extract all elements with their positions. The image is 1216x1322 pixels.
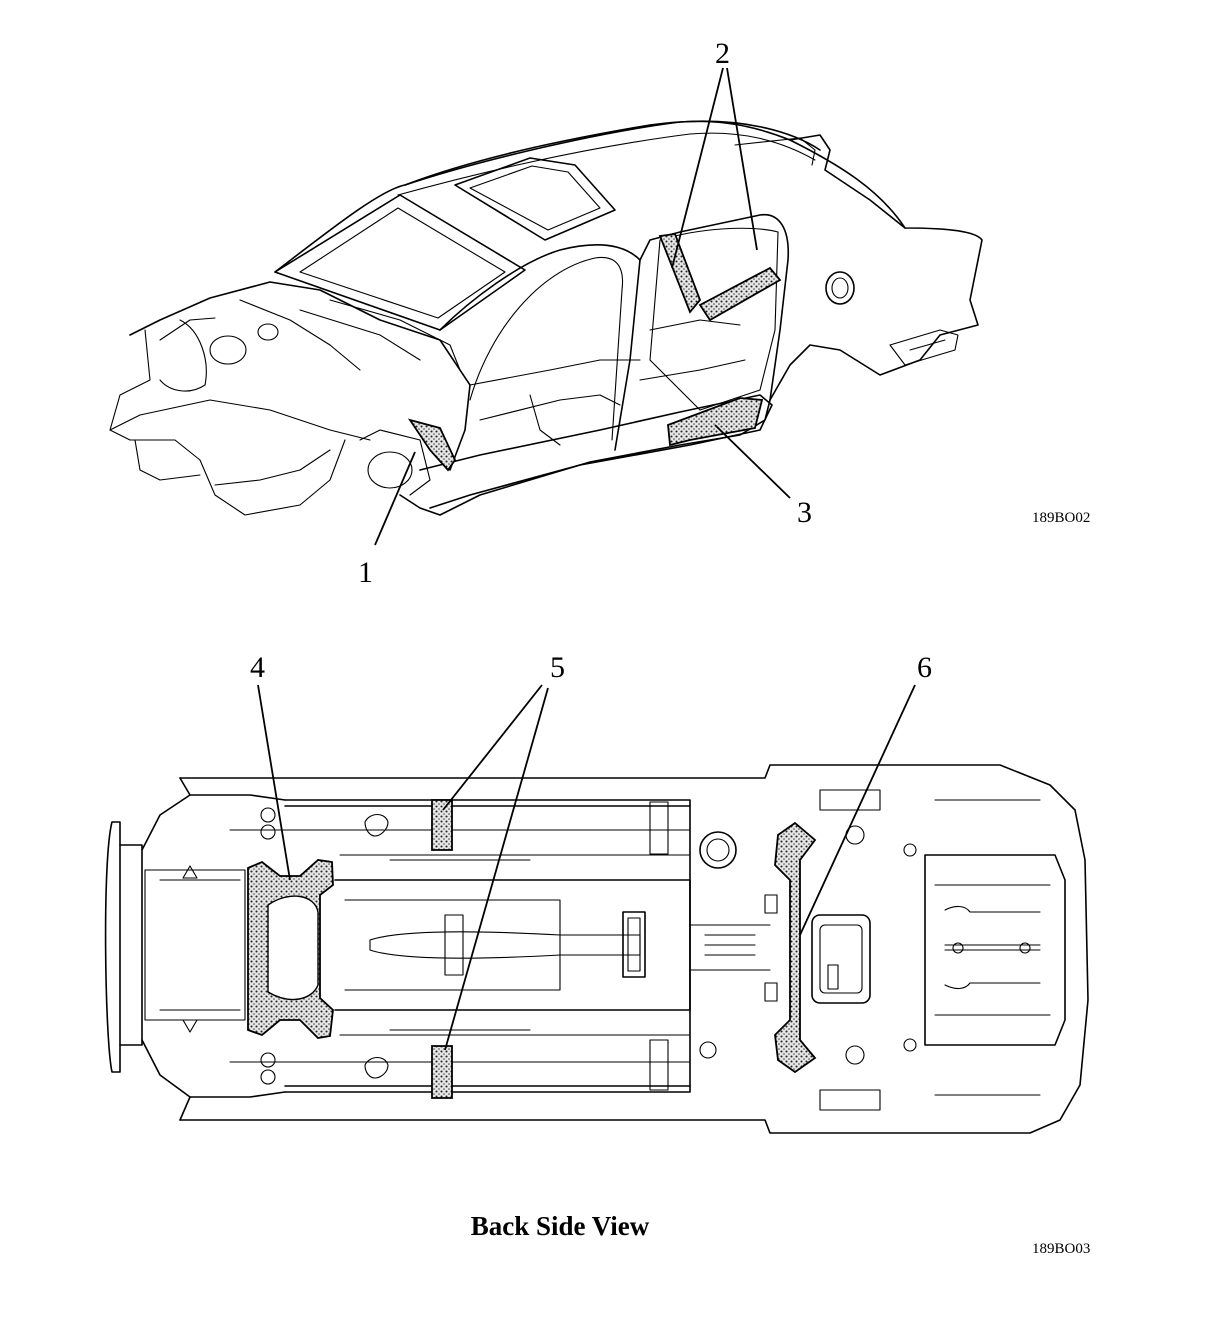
floor-brace-hatch-lower (431, 1045, 453, 1099)
front-pillar-reinforcement-hatch (407, 418, 457, 472)
callout-2: 2 (715, 37, 730, 70)
callout-4: 4 (250, 651, 265, 684)
bottom-callout-leaders (257, 684, 916, 1051)
top-callout-leaders (374, 67, 791, 546)
floor-brace-hatch-upper (431, 799, 453, 851)
underbody-plan-illustration (104, 764, 1089, 1134)
callout-3: 3 (797, 496, 812, 529)
rear-crossmember-hatch (774, 821, 817, 1074)
c-pillar-reinforcement-hatch (658, 233, 702, 314)
callout-1: 1 (358, 556, 373, 589)
figure-code-top: 189BO02 (1032, 510, 1090, 526)
callout-5: 5 (550, 651, 565, 684)
callout-6: 6 (917, 651, 932, 684)
figure-code-bottom: 189BO03 (1032, 1241, 1090, 1257)
body-perspective-illustration (109, 120, 983, 516)
figure-caption: Back Side View (471, 1211, 650, 1241)
rocker-reinforcement-hatch (667, 397, 764, 447)
quarter-brace-hatch (698, 266, 782, 322)
